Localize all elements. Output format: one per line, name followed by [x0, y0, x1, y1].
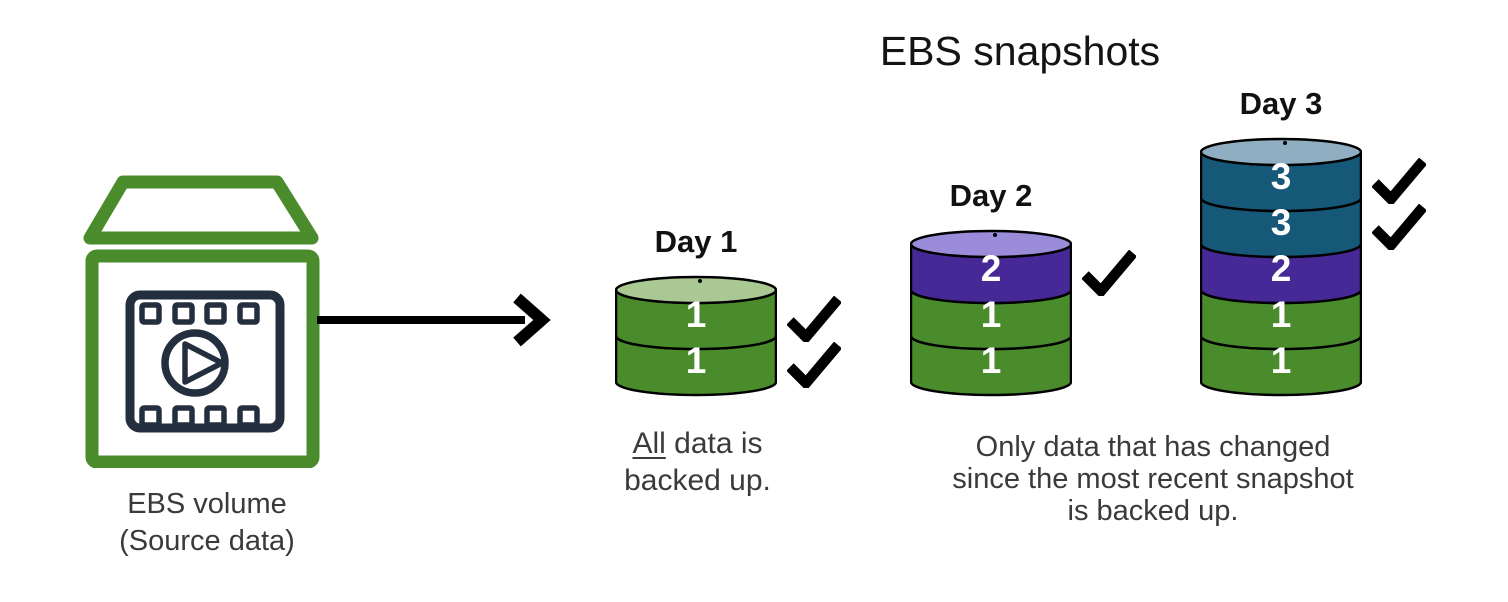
segment-number: 3	[1271, 156, 1292, 197]
checkmark-icon	[1082, 250, 1136, 296]
source-label: EBS volume (Source data)	[52, 486, 362, 560]
day1-checkmarks	[787, 274, 843, 398]
day3-cylinder: 3 3 2 1 1	[1199, 136, 1363, 398]
cylinder-top-notch	[698, 279, 702, 283]
day1-caption: All data is backed up.	[540, 425, 855, 499]
film-perforations-top	[139, 302, 260, 325]
segment-number: 1	[1271, 340, 1292, 381]
cylinder-top	[909, 229, 1073, 259]
cylinder-top-notch	[993, 233, 997, 237]
day2-snapshot-stack: Day 2 2 1 1	[909, 178, 1136, 398]
checkmark-icon	[787, 296, 841, 342]
segment-number: 2	[981, 248, 1002, 289]
segment-number: 1	[1271, 294, 1292, 335]
source-label-line1: EBS volume	[127, 488, 287, 520]
segment-number: 1	[981, 294, 1002, 335]
incremental-caption-line2: since the most recent snapshot	[952, 463, 1354, 495]
day3-snapshot-stack: Day 3 3 3 2 1 1	[1199, 86, 1426, 398]
cylinder-top-notch	[1283, 141, 1287, 145]
play-triangle-icon	[182, 341, 225, 385]
day1-caption-underlined: All	[632, 427, 666, 460]
day1-caption-line2: backed up.	[624, 464, 771, 497]
day1-label: Day 1	[654, 224, 738, 259]
checkmark-icon	[1372, 204, 1426, 250]
diagram-title: EBS snapshots	[879, 28, 1161, 74]
film-perforations-bottom	[139, 405, 260, 428]
snapshot-cylinder: 11	[614, 275, 778, 397]
segment-number: 2	[1271, 248, 1292, 289]
cylinder-top	[1199, 137, 1363, 167]
volume-lid	[83, 175, 319, 245]
volume-body	[85, 249, 320, 468]
incremental-caption-line3: is backed up.	[1067, 495, 1239, 527]
segment-number: 1	[686, 340, 707, 381]
checkmark-icon	[1372, 158, 1426, 204]
segment-number: 3	[1271, 202, 1292, 243]
segment-number: 1	[686, 294, 707, 335]
film-frame-icon	[125, 290, 285, 433]
day1-caption-rest: data is	[665, 427, 763, 460]
segment-number: 1	[981, 340, 1002, 381]
play-circle-icon	[161, 329, 229, 397]
day2-cylinder: 2 1 1	[909, 228, 1073, 398]
incremental-caption-line1: Only data that has changed	[975, 431, 1331, 463]
day3-label: Day 3	[1239, 86, 1323, 121]
snapshot-cylinder: 3 3 2 1 1	[1199, 137, 1363, 397]
snapshot-cylinder: 2 1 1	[909, 229, 1073, 397]
right-arrow-icon	[317, 293, 551, 347]
checkmark-icon	[787, 342, 841, 388]
day3-checkmarks	[1372, 136, 1428, 398]
incremental-caption: Only data that has changed since the mos…	[897, 431, 1409, 527]
cylinder-top	[614, 275, 778, 305]
day2-label: Day 2	[949, 178, 1033, 213]
ebs-volume-icon	[83, 175, 320, 468]
source-label-line2: (Source data)	[119, 525, 295, 557]
day2-checkmarks	[1082, 228, 1138, 398]
